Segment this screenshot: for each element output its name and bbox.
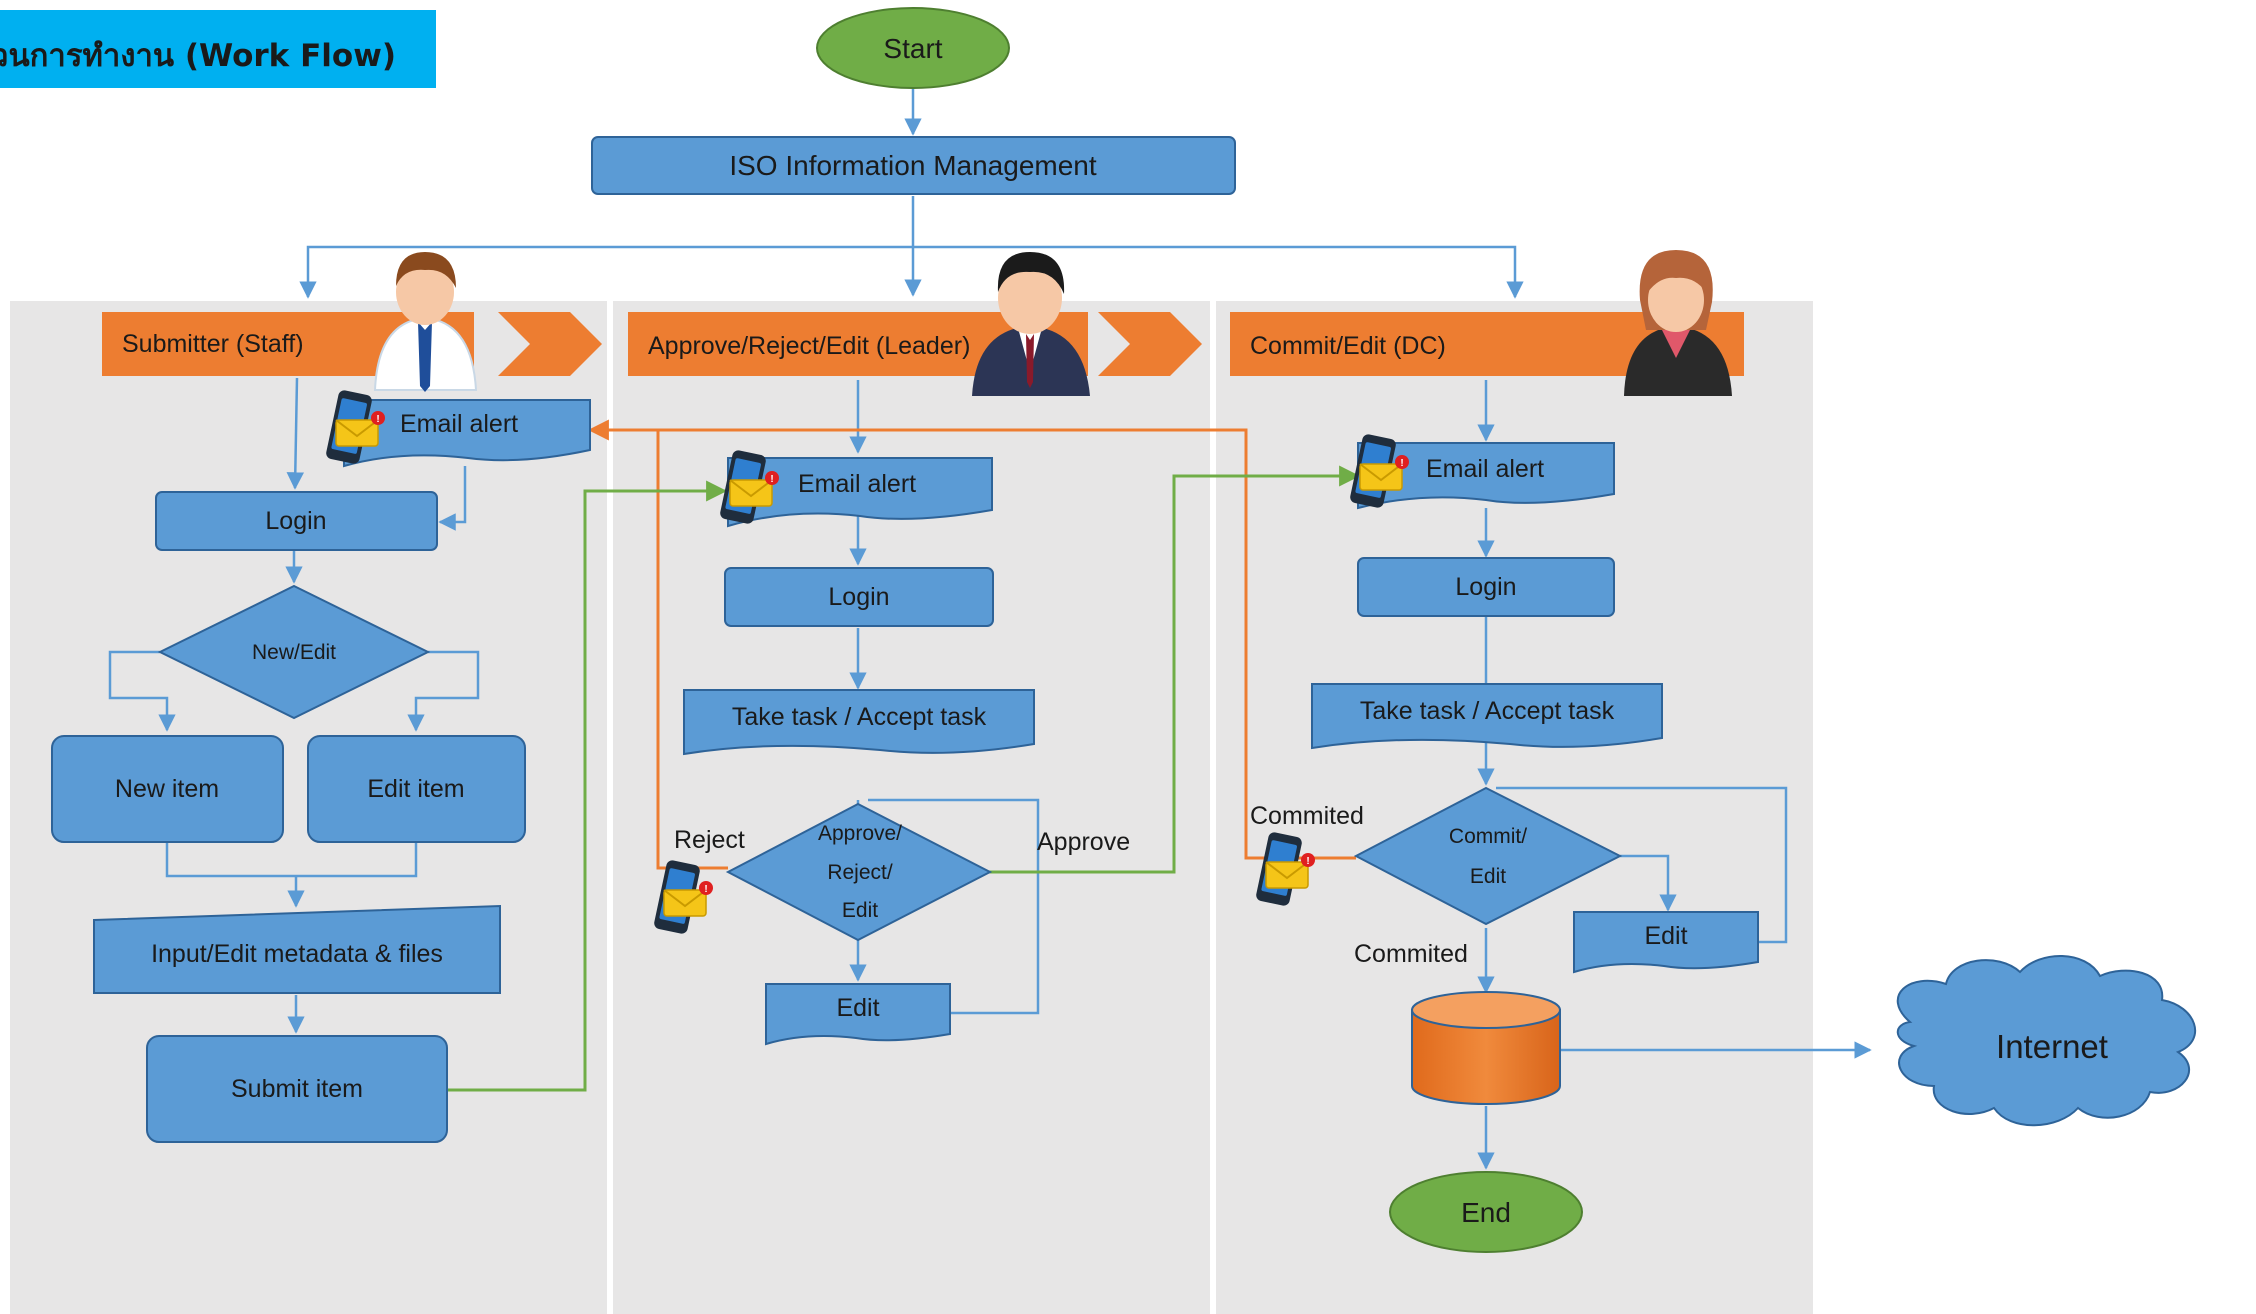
dc-take-task-label: Take task / Accept task — [1360, 697, 1615, 725]
submit-item-box — [146, 1035, 448, 1143]
leader-edit-box — [765, 983, 951, 1046]
male-staff-avatar-icon — [373, 252, 478, 392]
submitter-login-label: Login — [265, 507, 326, 535]
submit-item-label: Submit item — [231, 1075, 363, 1103]
system-box — [591, 136, 1236, 195]
leader-login-box — [724, 567, 994, 627]
leader-take-task-label: Take task / Accept task — [732, 703, 987, 731]
dc-login-box — [1357, 557, 1615, 617]
start-label: Start — [883, 33, 942, 64]
page-title: กระบวนการทำงาน (Work Flow) — [0, 38, 396, 74]
dc-decision-line-1: Commit/ — [1449, 825, 1527, 848]
dc-edit-box — [1573, 911, 1759, 974]
leader-decision-line-1: Approve/ — [818, 822, 902, 845]
submitter-decision — [157, 584, 431, 720]
end-label: End — [1461, 1197, 1511, 1228]
lane-submitter-chevron — [498, 312, 602, 376]
reject-label: Reject — [674, 826, 745, 854]
lane-dc-header-label: Commit/Edit (DC) — [1250, 332, 1446, 360]
lane-submitter-header-label: Submitter (Staff) — [122, 330, 304, 358]
dc-decision — [1353, 786, 1623, 926]
input-metadata-label: Input/Edit metadata & files — [151, 940, 443, 968]
leader-decision — [725, 802, 993, 942]
leader-login-label: Login — [828, 583, 889, 611]
leader-take-task-box — [683, 689, 1035, 756]
new-item-box — [51, 735, 284, 843]
male-leader-avatar-icon — [972, 252, 1090, 396]
green-connectors — [446, 465, 1361, 1092]
leader-decision-line-3: Edit — [842, 899, 878, 922]
system-label: ISO Information Management — [729, 150, 1097, 181]
submitter-decision-label: New/Edit — [252, 641, 336, 664]
dc-email-alert-label: Email alert — [1426, 455, 1544, 483]
leader-decision-line-2: Reject/ — [827, 861, 893, 884]
lane-leader-bg — [613, 301, 1210, 1314]
submitter-login-box — [155, 491, 438, 551]
database-icon — [1411, 991, 1561, 1105]
leader-email-alert-box — [727, 457, 993, 528]
internet-label: Internet — [1996, 1028, 2108, 1065]
input-metadata-box — [93, 904, 501, 994]
dc-login-label: Login — [1455, 573, 1516, 601]
start-node — [816, 7, 1010, 89]
dc-take-task-box — [1311, 683, 1663, 750]
submitter-email-alert-label: Email alert — [400, 410, 518, 438]
internet-cloud-icon — [1896, 955, 2197, 1127]
edit-item-box — [307, 735, 526, 843]
dc-edit-label: Edit — [1644, 922, 1687, 950]
commited-bottom-label: Commited — [1354, 940, 1468, 968]
lane-leader-chevron — [1098, 312, 1202, 376]
dc-email-alert-box — [1357, 442, 1615, 510]
edit-item-label: Edit item — [367, 775, 464, 803]
submitter-email-alert-box — [343, 399, 591, 468]
new-item-label: New item — [115, 775, 219, 803]
approve-label: Approve — [1037, 828, 1130, 856]
female-dc-avatar-icon — [1624, 250, 1732, 396]
commited-top-label: Commited — [1250, 802, 1364, 830]
leader-email-alert-label: Email alert — [798, 470, 916, 498]
leader-edit-label: Edit — [836, 994, 879, 1022]
lane-leader-header-label: Approve/Reject/Edit (Leader) — [648, 332, 970, 360]
dc-decision-line-2: Edit — [1470, 865, 1506, 888]
end-node — [1389, 1171, 1583, 1253]
title-banner: กระบวนการทำงาน (Work Flow) — [0, 10, 436, 88]
